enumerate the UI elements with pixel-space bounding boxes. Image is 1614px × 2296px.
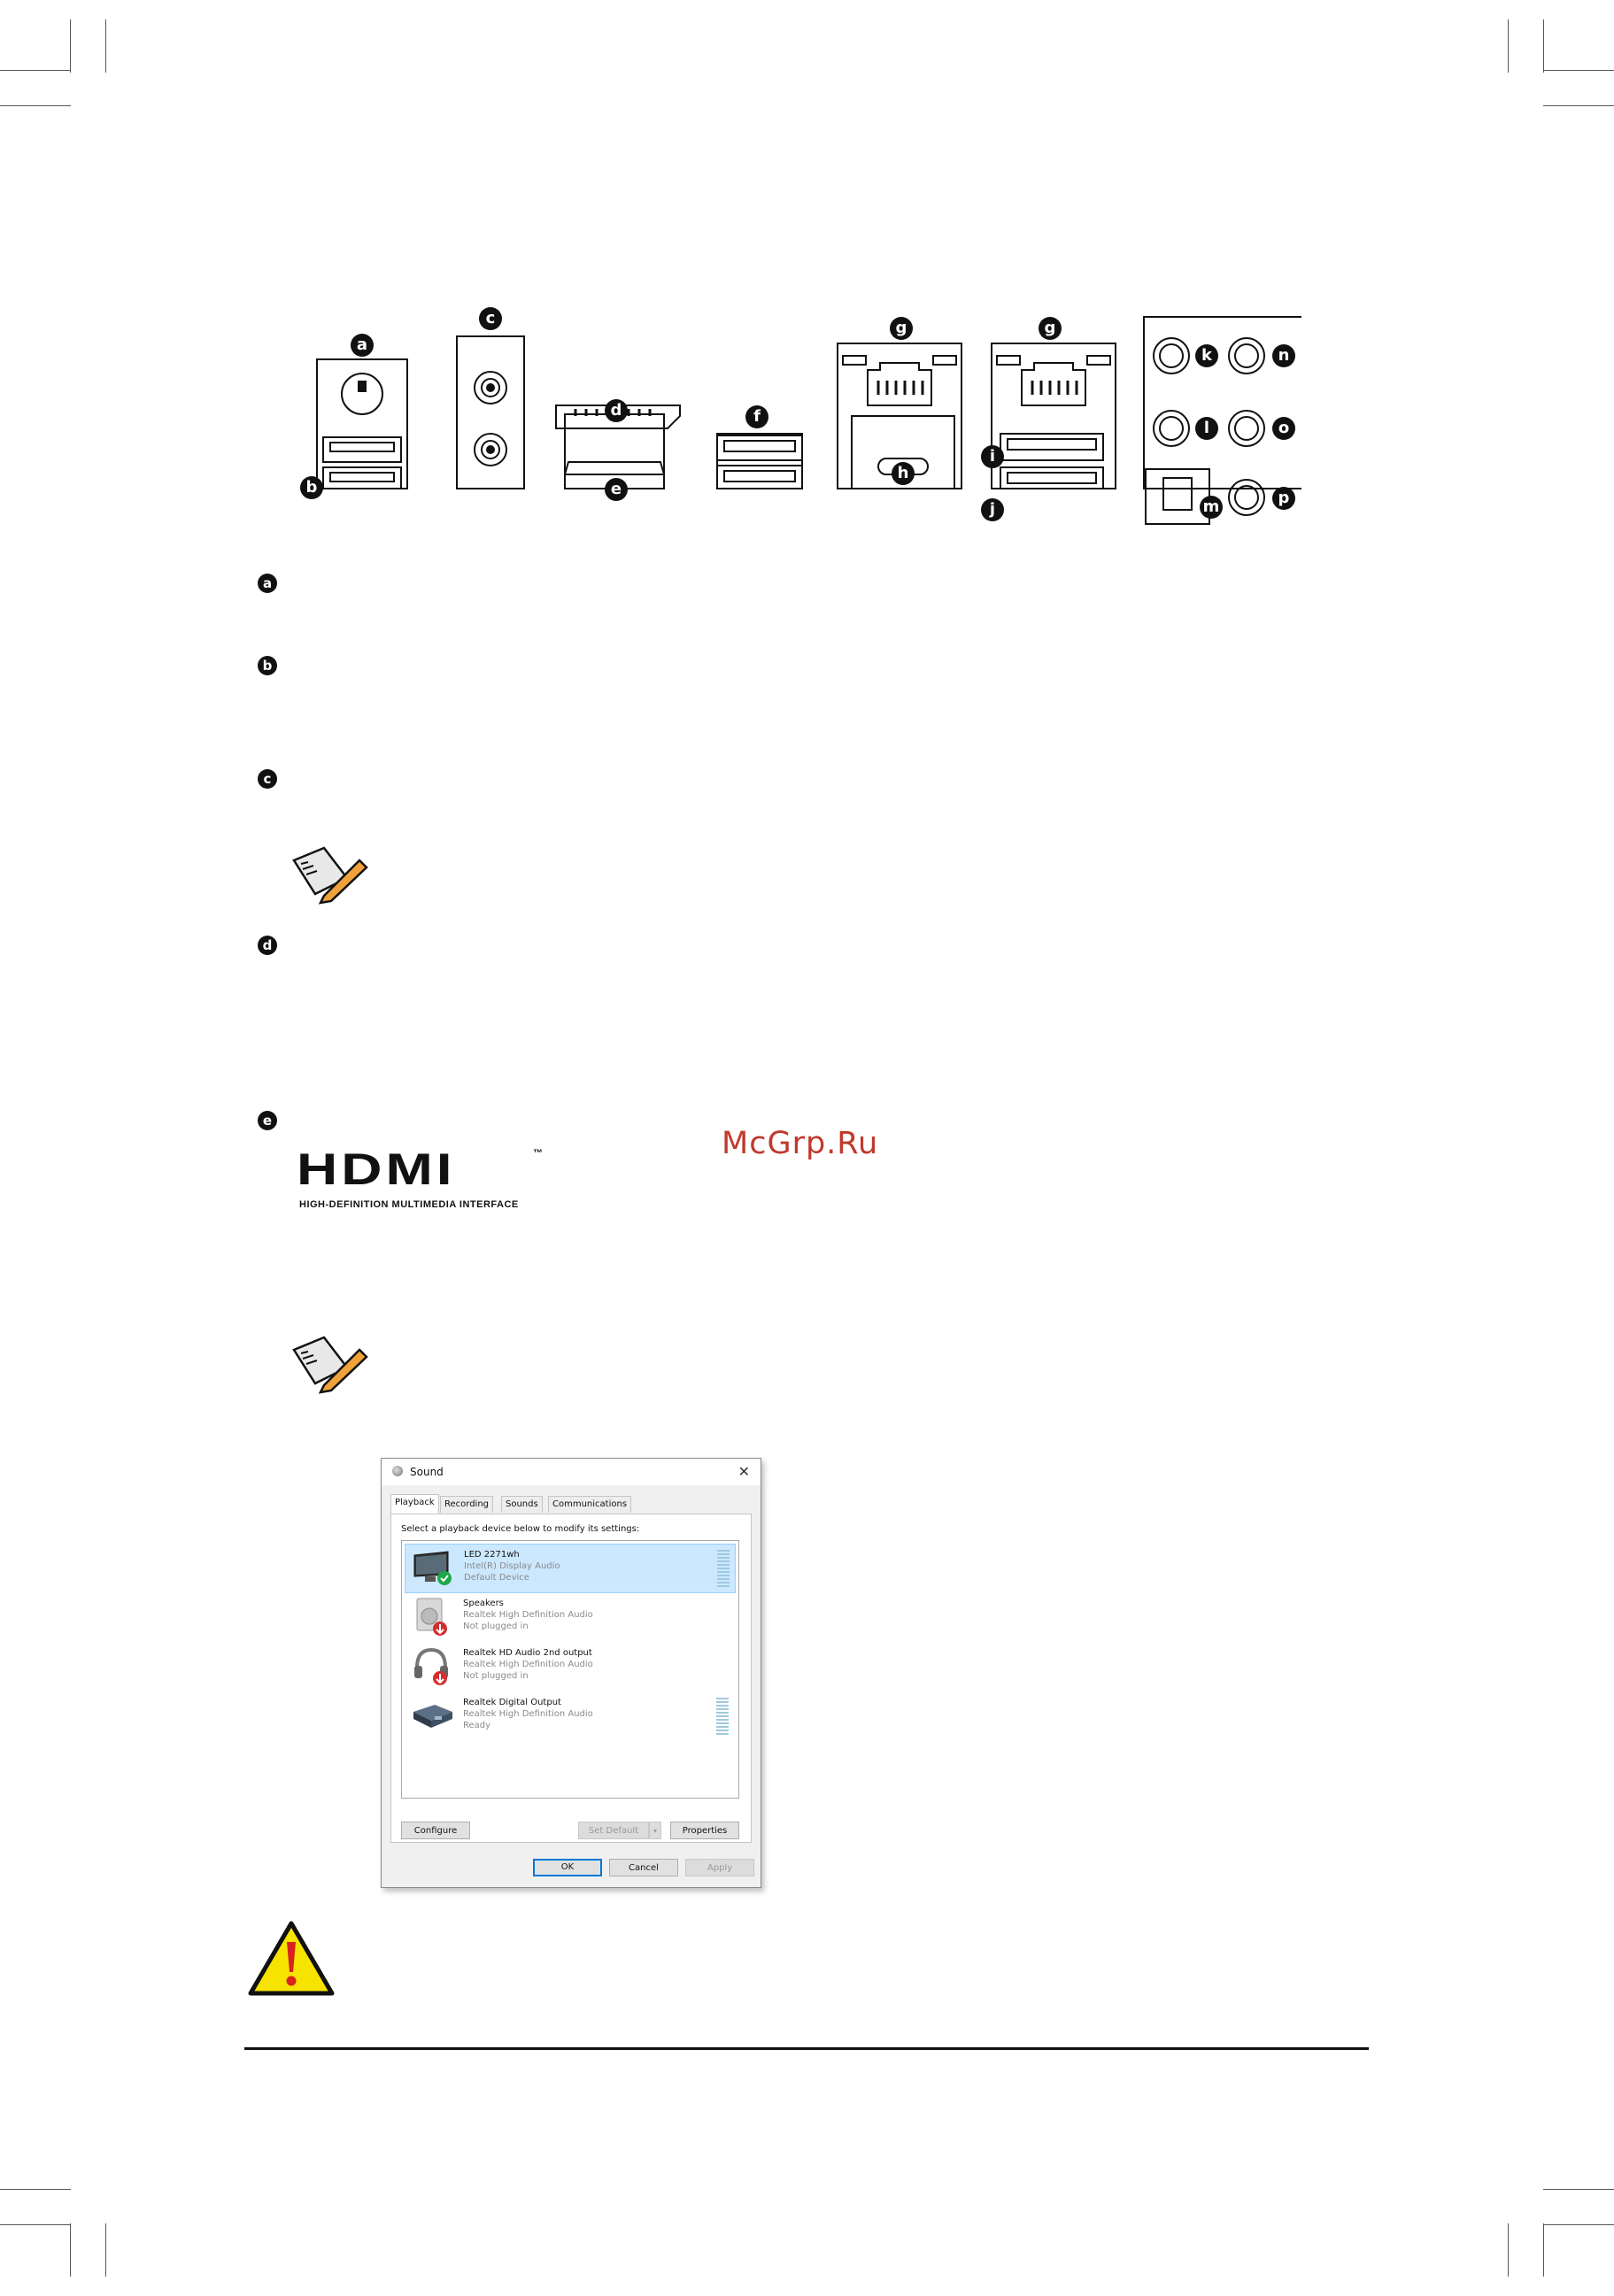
section-marker-d: d — [258, 936, 277, 955]
chevron-down-icon[interactable]: ▾ — [649, 1822, 661, 1839]
crop-mark — [1543, 2189, 1614, 2190]
panel-marker-b: b — [300, 476, 323, 499]
device-name: Speakers — [463, 1599, 504, 1608]
device-driver: Realtek High Definition Audio — [463, 1709, 593, 1719]
crop-mark — [0, 2189, 71, 2190]
cancel-button[interactable]: Cancel — [609, 1859, 678, 1876]
panel-marker-p: p — [1272, 487, 1295, 510]
ok-button[interactable]: OK — [533, 1859, 602, 1876]
crop-mark — [1508, 19, 1509, 73]
level-meter — [716, 1698, 729, 1735]
crop-mark — [0, 70, 71, 71]
panel-marker-k: k — [1195, 344, 1218, 367]
monitor-icon — [413, 1551, 452, 1585]
crop-mark — [0, 105, 71, 106]
section-marker-a: a — [258, 574, 277, 593]
crop-mark — [1543, 105, 1614, 106]
device-status: Not plugged in — [463, 1671, 529, 1681]
crop-mark — [1543, 70, 1614, 71]
crop-mark — [1508, 2223, 1509, 2277]
section-marker-e: e — [258, 1111, 277, 1130]
device-item[interactable]: LED 2271wh Intel(R) Display Audio Defaul… — [405, 1544, 736, 1593]
warning-icon — [248, 1921, 335, 1996]
crop-mark — [105, 19, 106, 73]
tab-sounds[interactable]: Sounds — [501, 1496, 543, 1513]
hdmi-trademark: ™ — [533, 1148, 543, 1159]
close-icon[interactable]: ✕ — [737, 1463, 750, 1480]
tab-playback[interactable]: Playback — [390, 1494, 439, 1514]
device-item[interactable]: Realtek HD Audio 2nd output Realtek High… — [405, 1643, 734, 1691]
panel-marker-g: g — [890, 317, 913, 340]
crop-mark — [0, 2224, 71, 2225]
hdmi-logo: HDMI — [297, 1144, 456, 1195]
device-driver: Intel(R) Display Audio — [464, 1561, 560, 1571]
crop-mark — [1543, 2223, 1544, 2277]
panel-marker-c: c — [479, 307, 502, 330]
tab-recording[interactable]: Recording — [440, 1496, 494, 1513]
apply-button[interactable]: Apply — [685, 1859, 754, 1876]
level-meter — [717, 1550, 730, 1587]
tab-communications[interactable]: Communications — [548, 1496, 632, 1513]
section-marker-c: c — [258, 769, 277, 789]
panel-marker-h: h — [892, 462, 915, 485]
set-default-button[interactable]: Set Default — [578, 1822, 649, 1839]
device-item[interactable]: Realtek Digital Output Realtek High Defi… — [405, 1692, 734, 1740]
properties-button[interactable]: Properties — [670, 1822, 739, 1839]
panel-marker-a: a — [351, 334, 374, 357]
crop-mark — [70, 19, 71, 73]
panel-marker-m: m — [1200, 496, 1223, 519]
device-name: Realtek HD Audio 2nd output — [463, 1648, 592, 1658]
hdmi-tagline: HIGH-DEFINITION MULTIMEDIA INTERFACE — [299, 1199, 519, 1210]
instruction-text: Select a playback device below to modify… — [401, 1524, 640, 1534]
watermark: McGrp.Ru — [722, 1126, 879, 1161]
crop-mark — [1543, 2224, 1614, 2225]
device-driver: Realtek High Definition Audio — [463, 1610, 593, 1620]
note-icon — [292, 846, 368, 905]
speaker-icon — [416, 1598, 447, 1636]
configure-button[interactable]: Configure — [401, 1822, 470, 1839]
footer-rule — [244, 2047, 1369, 2050]
device-name: Realtek Digital Output — [463, 1698, 561, 1707]
device-item[interactable]: Speakers Realtek High Definition Audio N… — [405, 1593, 734, 1641]
dialog-title: Sound — [410, 1466, 444, 1478]
dialog-title-bar: Sound ✕ — [382, 1459, 761, 1485]
crop-mark — [70, 2223, 71, 2277]
back-panel-diagram — [316, 316, 1301, 525]
panel-marker-l: l — [1195, 417, 1218, 440]
device-name: LED 2271wh — [464, 1550, 520, 1560]
digital-output-icon — [413, 1705, 452, 1728]
panel-marker-f: f — [745, 405, 768, 428]
panel-marker-g-2: g — [1039, 317, 1062, 340]
panel-marker-d: d — [605, 399, 628, 422]
crop-mark — [1543, 19, 1544, 73]
sound-dialog: Sound ✕ Playback Recording Sounds Commun… — [381, 1458, 761, 1888]
device-list[interactable]: LED 2271wh Intel(R) Display Audio Defaul… — [401, 1540, 739, 1799]
speaker-icon — [392, 1466, 403, 1476]
device-status: Not plugged in — [463, 1622, 529, 1631]
panel-marker-i: i — [981, 445, 1004, 468]
note-icon — [292, 1336, 368, 1394]
panel-marker-e: e — [605, 478, 628, 501]
panel-marker-o: o — [1272, 417, 1295, 440]
device-status: Ready — [463, 1721, 491, 1730]
device-driver: Realtek High Definition Audio — [463, 1660, 593, 1669]
section-marker-b: b — [258, 656, 277, 675]
panel-marker-n: n — [1272, 344, 1295, 367]
panel-marker-j: j — [981, 498, 1004, 521]
device-status: Default Device — [464, 1573, 529, 1583]
headphones-icon — [414, 1647, 448, 1685]
crop-mark — [105, 2223, 106, 2277]
